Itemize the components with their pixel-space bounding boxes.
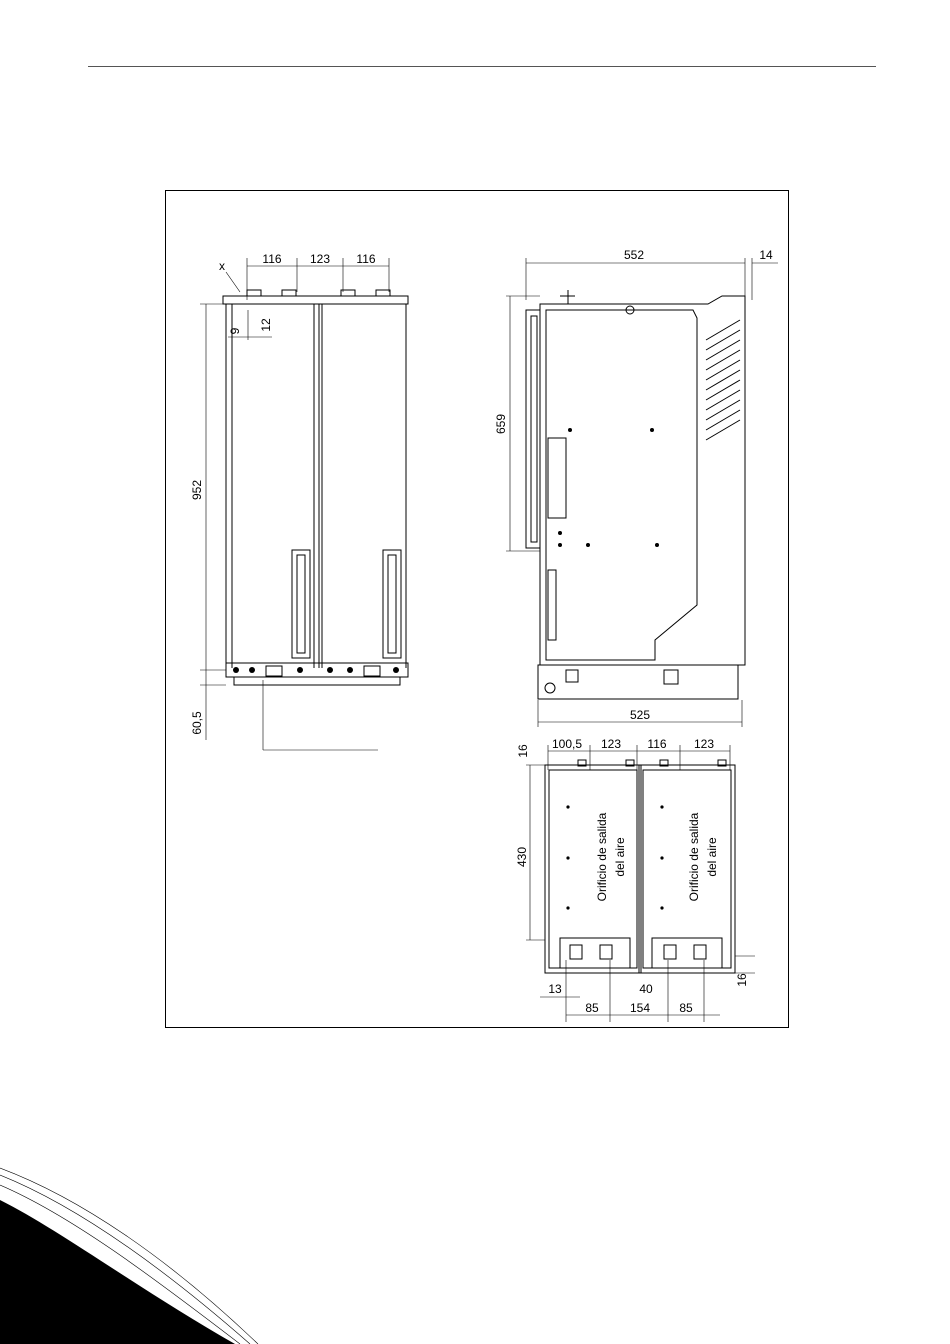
corner-swoosh-decoration xyxy=(0,1168,258,1344)
bottom-dim-154: 154 xyxy=(630,1001,650,1015)
air-outlet-label-left-line2: del aire xyxy=(613,837,627,877)
air-outlet-label-right-line2: del aire xyxy=(705,837,719,877)
front-small-dim-9: 9 xyxy=(228,327,242,334)
front-height-dim: 952 xyxy=(190,480,204,500)
front-marker-x: x xyxy=(219,259,225,273)
bottom-dim-40: 40 xyxy=(639,982,653,996)
side-width-dim: 552 xyxy=(624,248,644,262)
bottom-dim-85-right: 85 xyxy=(679,1001,693,1015)
bottom-top-small-dim: 16 xyxy=(516,744,530,758)
side-height-dim: 659 xyxy=(494,414,508,434)
front-top-dim-1: 116 xyxy=(262,252,281,266)
vent-grille xyxy=(706,320,740,440)
front-bottom-dim: 60,5 xyxy=(190,711,204,735)
bottom-view: 100,5 123 116 123 16 Orificio de salida … xyxy=(515,737,755,1022)
bottom-top-dim-2: 123 xyxy=(601,737,621,751)
side-view: 552 14 xyxy=(494,248,778,727)
front-top-dim-2: 123 xyxy=(310,252,330,266)
side-extra-dim: 14 xyxy=(759,248,773,262)
air-outlet-label-right-line1: Orificio de salida xyxy=(687,812,701,901)
bottom-dim-85-left: 85 xyxy=(585,1001,599,1015)
bottom-dim-13: 13 xyxy=(548,982,562,996)
bottom-top-dim-4: 123 xyxy=(694,737,714,751)
front-view: 116 123 116 x 9 12 952 xyxy=(190,252,408,750)
air-outlet-label-left-line1: Orificio de salida xyxy=(595,812,609,901)
bottom-depth-dim: 430 xyxy=(515,847,529,867)
front-small-dim-12: 12 xyxy=(259,318,273,332)
bottom-right-small-dim: 16 xyxy=(735,973,749,987)
bottom-top-dim-3: 116 xyxy=(647,737,666,751)
side-bottom-width-dim: 525 xyxy=(630,708,650,722)
bottom-top-dim-1: 100,5 xyxy=(552,737,582,751)
front-top-dim-3: 116 xyxy=(356,252,375,266)
